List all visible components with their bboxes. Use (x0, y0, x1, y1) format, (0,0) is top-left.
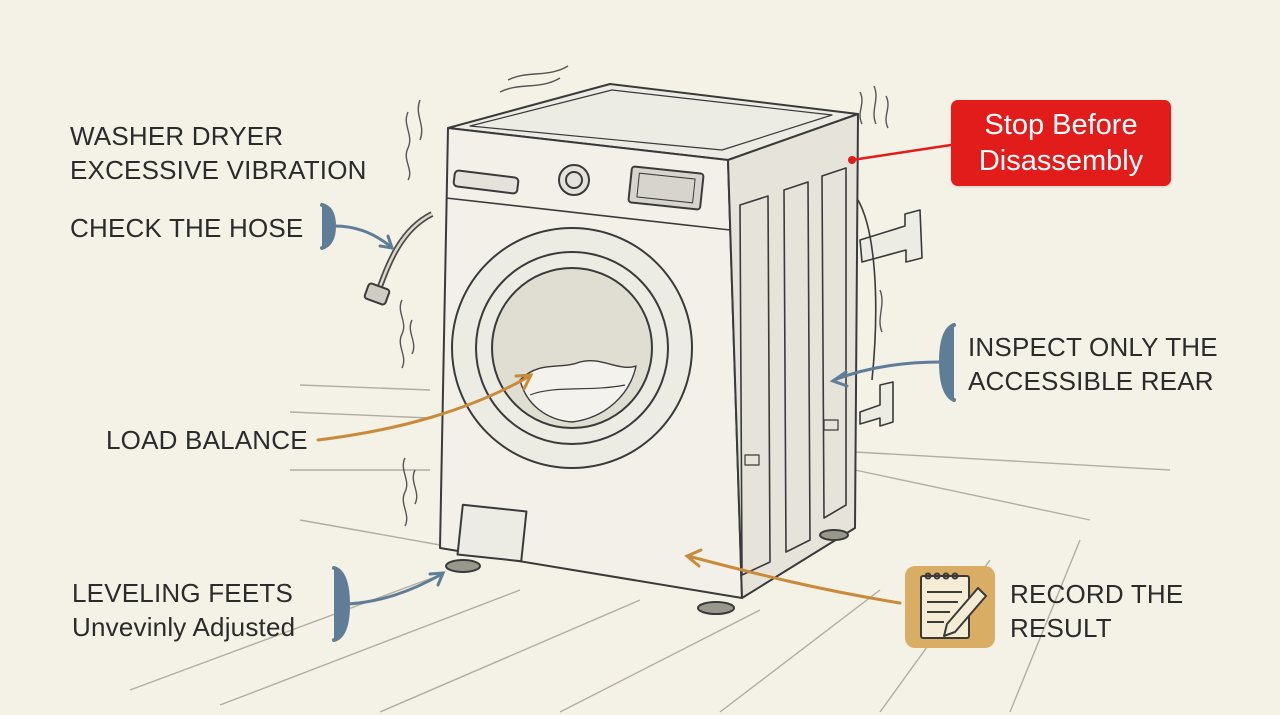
vibration-marks (399, 65, 889, 527)
callout-hose-label: CHECK THE HOSE (70, 213, 304, 243)
warning-leader (848, 143, 952, 164)
callout-load-balance: LOAD BALANCE (106, 423, 308, 457)
title-line-1: WASHER DRYER (70, 121, 284, 151)
room-lines (129, 384, 1171, 713)
rear-callout-arrow (829, 323, 956, 402)
callout-leveling-feet: LEVELING FEETS Unvevinly Adjusted (72, 576, 295, 644)
callout-rear-line-1: INSPECT ONLY THE (968, 332, 1218, 362)
callout-record-result: RECORD THE RESULT (1010, 577, 1183, 645)
load-callout-arrow (316, 373, 534, 442)
leveling-callout-arrow (332, 566, 446, 642)
callout-check-hose: CHECK THE HOSE (70, 211, 303, 245)
notepad-pencil-icon (905, 566, 995, 648)
callout-leveling-line-2: Unvevinly Adjusted (72, 612, 296, 642)
record-callout-arrow (684, 548, 902, 605)
callout-record-line-1: RECORD THE (1010, 579, 1184, 609)
callout-load-label: LOAD BALANCE (106, 425, 308, 455)
callout-record-line-2: RESULT (1010, 613, 1112, 643)
title-line-2: EXCESSIVE VIBRATION (70, 155, 367, 185)
hose-callout-arrow (320, 203, 395, 250)
warning-line-2: Disassembly (978, 145, 1144, 177)
callout-leveling-line-1: LEVELING FEETS (72, 578, 293, 608)
washing-machine (363, 83, 923, 615)
callout-inspect-rear: INSPECT ONLY THE ACCESSIBLE REAR (968, 330, 1218, 398)
diagram-title: WASHER DRYER EXCESSIVE VIBRATION (70, 119, 367, 187)
callout-rear-line-2: ACCESSIBLE REAR (968, 366, 1214, 396)
warning-line-1: Stop Before (984, 109, 1138, 141)
warning-badge: Stop Before Disassembly (951, 100, 1171, 186)
